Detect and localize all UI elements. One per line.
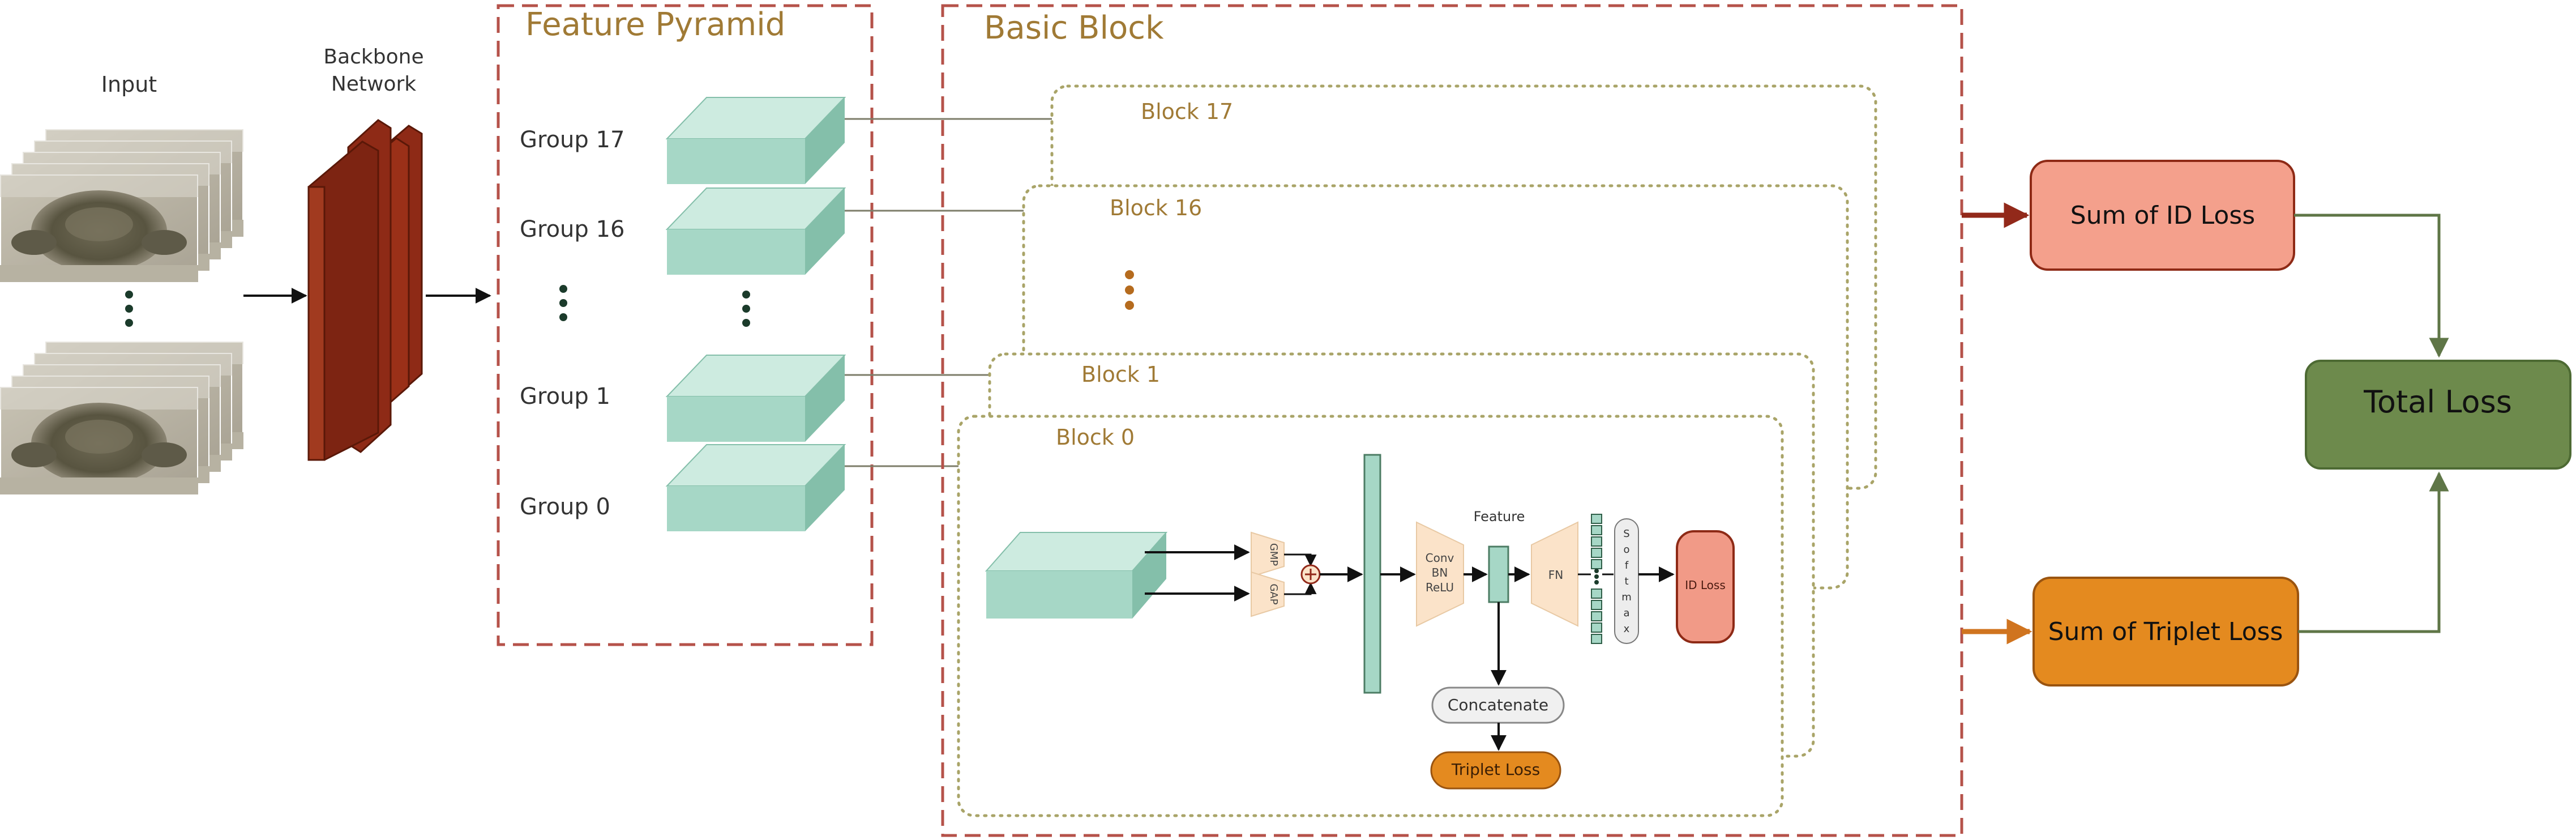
logit-cell xyxy=(1591,548,1602,558)
total-loss-box: Total Loss xyxy=(2305,360,2571,470)
concatenate-box: Concatenate xyxy=(1431,687,1565,724)
logit-cell xyxy=(1591,634,1602,644)
softmax-letter-a: a xyxy=(1623,607,1629,619)
sum-triplet-loss-box: Sum of Triplet Loss xyxy=(2032,577,2299,687)
group16-label: Group 16 xyxy=(520,216,624,242)
fn-module: FN xyxy=(1531,521,1578,627)
logit-cell xyxy=(1591,536,1602,547)
softmax-letter-m: m xyxy=(1621,591,1632,603)
relu-label: ReLU xyxy=(1426,581,1454,594)
gmp-label: GMP xyxy=(1268,543,1280,566)
pooled-feature-bar xyxy=(1363,454,1381,694)
feature-cube-group16 xyxy=(665,187,846,275)
input-column: Input xyxy=(0,72,243,494)
block17-label: Block 17 xyxy=(1141,99,1233,124)
block-ellipsis-dots xyxy=(1125,270,1134,310)
id-loss-label: ID Loss xyxy=(1685,578,1726,592)
triplet-loss-label: Triplet Loss xyxy=(1451,760,1540,779)
triplet-loss-box: Triplet Loss xyxy=(1430,751,1561,790)
circled-plus-icon xyxy=(1300,564,1321,585)
gap-to-plus-line xyxy=(1284,582,1317,595)
backbone-label-line1: Backbone xyxy=(323,45,423,69)
total-loss-label: Total Loss xyxy=(2363,384,2512,420)
logit-ellipsis-dot xyxy=(1594,574,1599,579)
input-image-stack-top xyxy=(0,129,243,282)
logit-vector xyxy=(1591,514,1602,644)
group0-label: Group 0 xyxy=(520,494,610,520)
softmax-letter-o: o xyxy=(1623,544,1629,556)
feature-cube-group1 xyxy=(665,355,846,442)
softmax-letter-s: S xyxy=(1623,528,1629,540)
gap-label: GAP xyxy=(1268,583,1280,604)
logit-cell xyxy=(1591,589,1602,599)
softmax-module: S o f t m a x xyxy=(1614,518,1639,644)
concatenate-label: Concatenate xyxy=(1448,696,1548,714)
sum-triplet-loss-label: Sum of Triplet Loss xyxy=(2048,617,2283,646)
group-ellipsis-dots xyxy=(559,285,567,321)
logit-ellipsis-dot xyxy=(1594,569,1599,573)
softmax-letter-t: t xyxy=(1624,575,1628,587)
block0-label: Block 0 xyxy=(1056,425,1135,450)
gmp-to-plus-line xyxy=(1284,553,1317,567)
conv-label: Conv xyxy=(1426,551,1454,565)
backbone-label-line2: Network xyxy=(331,73,416,96)
input-image-stack-bottom xyxy=(0,342,243,494)
conv-bn-relu-module: Conv BN ReLU xyxy=(1416,521,1464,627)
logit-ellipsis-dot xyxy=(1594,580,1599,585)
block16-label: Block 16 xyxy=(1110,195,1202,220)
block0-input-cube xyxy=(985,532,1168,619)
input-label: Input xyxy=(101,72,157,97)
logit-cell xyxy=(1591,622,1602,633)
feature-vector xyxy=(1488,545,1509,603)
gap-module: GAP xyxy=(1251,571,1285,617)
basic-block-panel: Basic Block Block 17 Block 16 Block 1 Bl… xyxy=(941,4,1963,837)
feature-cube-group0 xyxy=(665,444,846,531)
gmp-module: GMP xyxy=(1251,531,1285,578)
logit-cell xyxy=(1591,525,1602,535)
sum-id-loss-box: Sum of ID Loss xyxy=(2030,160,2295,271)
group17-label: Group 17 xyxy=(520,127,624,153)
feature-pyramid-panel: Feature Pyramid Group 17 Group 16 Group … xyxy=(497,4,874,646)
softmax-letter-f: f xyxy=(1625,560,1629,572)
sum-id-loss-label: Sum of ID Loss xyxy=(2070,201,2255,230)
feature-label: Feature xyxy=(1474,509,1525,525)
arrow-sum-triplet-to-total xyxy=(2298,471,2449,633)
feature-pyramid-title: Feature Pyramid xyxy=(525,6,785,43)
logit-cell xyxy=(1591,514,1602,524)
logit-cell xyxy=(1591,559,1602,569)
logit-cell xyxy=(1591,611,1602,621)
input-ellipsis-dots xyxy=(125,291,133,327)
fn-label: FN xyxy=(1548,568,1563,582)
basic-block-title: Basic Block xyxy=(984,10,1164,46)
arrow-sum-id-to-total xyxy=(2294,214,2449,358)
logit-cell xyxy=(1591,600,1602,610)
cube-to-block-connectors xyxy=(845,118,1052,467)
group1-label: Group 1 xyxy=(520,383,610,410)
feature-cube-group17 xyxy=(665,97,846,184)
block1-label: Block 1 xyxy=(1081,362,1160,387)
cube-ellipsis-dots xyxy=(742,291,750,327)
backbone-network: Backbone Network xyxy=(307,45,424,461)
id-loss-box: ID Loss xyxy=(1676,530,1735,643)
bn-label: BN xyxy=(1432,566,1448,579)
softmax-letter-x: x xyxy=(1624,623,1630,635)
